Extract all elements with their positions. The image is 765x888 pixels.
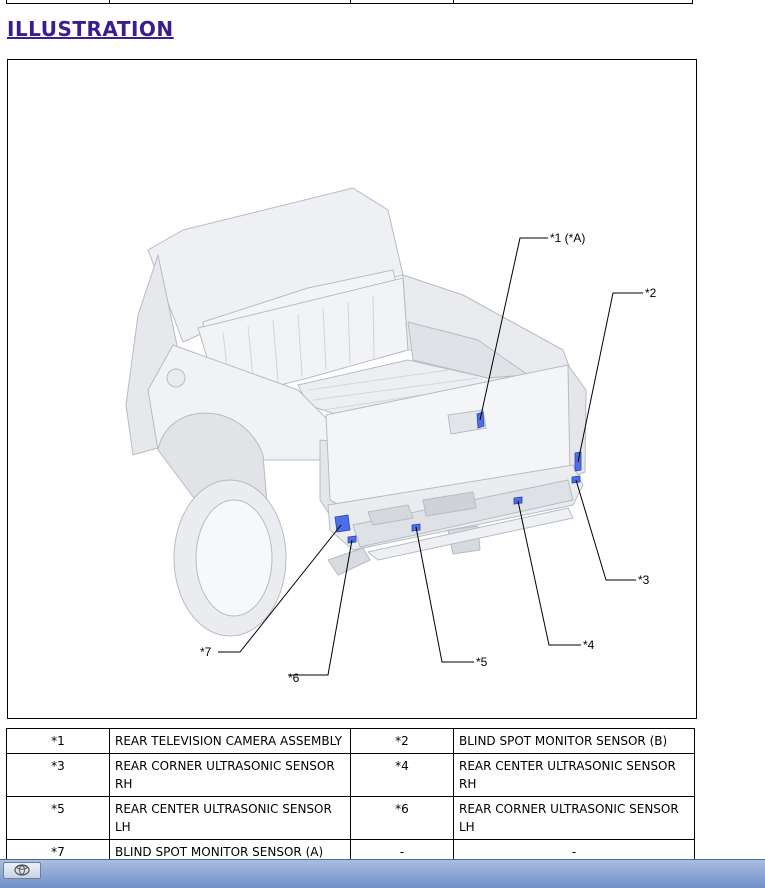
previous-table-bottom <box>6 0 693 4</box>
callout-2: *2 <box>645 286 657 300</box>
legend-num: *5 <box>6 796 110 840</box>
legend-label: REAR CENTER ULTRASONIC SENSOR LH <box>109 796 351 840</box>
taskbar <box>0 859 765 888</box>
legend-num: *3 <box>6 753 110 797</box>
table-row: *3 REAR CORNER ULTRASONIC SENSOR RH *4 R… <box>6 753 695 797</box>
leader-lines <box>218 237 643 676</box>
callout-1: *1 (*A) <box>550 231 585 245</box>
legend-label: REAR TELEVISION CAMERA ASSEMBLY <box>109 728 351 754</box>
callout-5: *5 <box>476 655 488 669</box>
legend-num: *6 <box>350 796 454 840</box>
table-row: *1 REAR TELEVISION CAMERA ASSEMBLY *2 BL… <box>6 728 695 754</box>
illustration-figure: *1 (*A) *2 *3 *4 *5 *6 *7 <box>7 59 697 719</box>
legend-table: *1 REAR TELEVISION CAMERA ASSEMBLY *2 BL… <box>6 728 695 865</box>
legend-label: REAR CENTER ULTRASONIC SENSOR RH <box>453 753 695 797</box>
legend-num: *4 <box>350 753 454 797</box>
legend-label: REAR CORNER ULTRASONIC SENSOR LH <box>453 796 695 840</box>
illustration-heading[interactable]: ILLUSTRATION <box>7 17 174 41</box>
legend-label: BLIND SPOT MONITOR SENSOR (B) <box>453 728 695 754</box>
legend-num: *2 <box>350 728 454 754</box>
rear-corner-sensor-rh <box>571 475 581 484</box>
rear-corner-sensor-lh <box>347 535 357 544</box>
callout-3: *3 <box>638 573 650 587</box>
truck-rear-illustration: *1 (*A) *2 *3 *4 *5 *6 *7 <box>125 187 657 685</box>
callout-7: *7 <box>200 645 212 659</box>
legend-label: REAR CORNER ULTRASONIC SENSOR RH <box>109 753 351 797</box>
rear-center-sensor-rh <box>513 496 523 505</box>
table-row: *5 REAR CENTER ULTRASONIC SENSOR LH *6 R… <box>6 796 695 840</box>
toyota-logo-icon <box>14 864 30 876</box>
taskbar-button[interactable] <box>3 862 41 879</box>
callout-4: *4 <box>583 638 595 652</box>
callout-6: *6 <box>288 671 300 685</box>
legend-num: *1 <box>6 728 110 754</box>
